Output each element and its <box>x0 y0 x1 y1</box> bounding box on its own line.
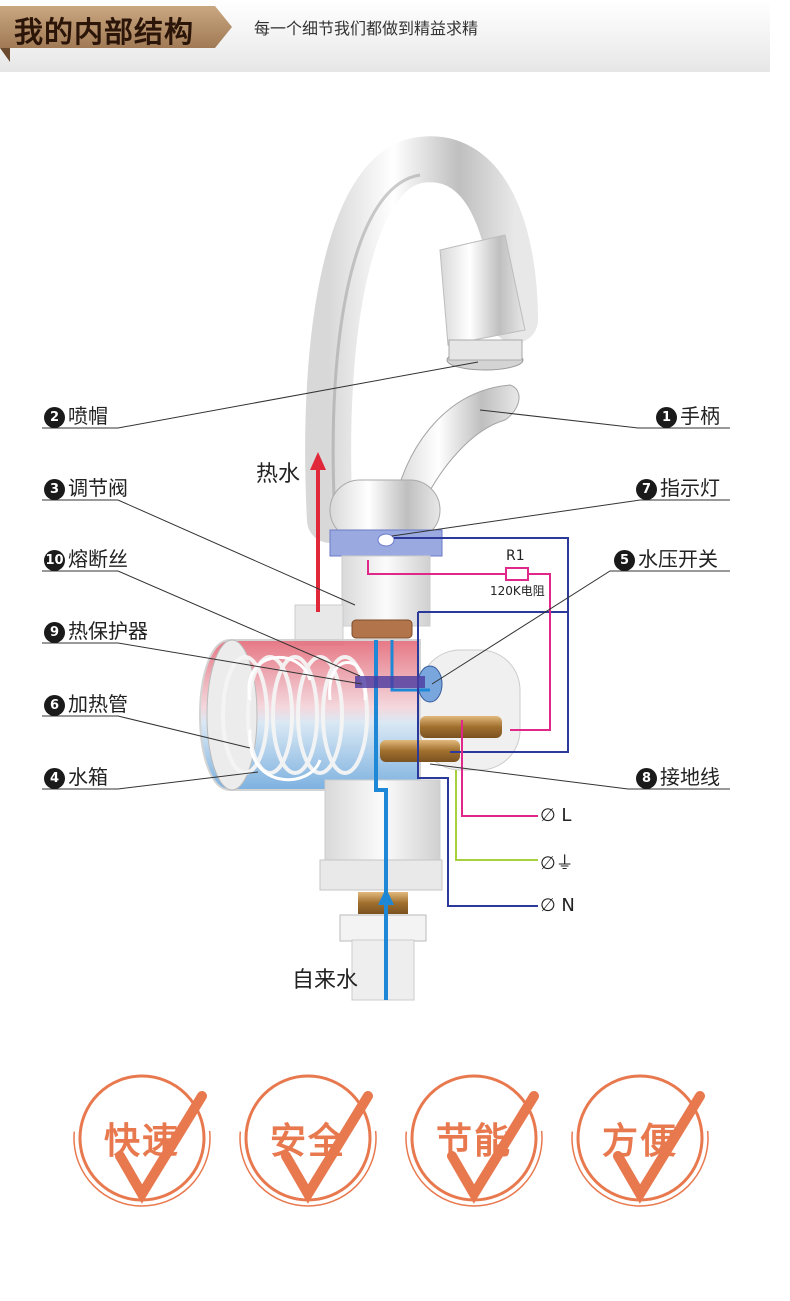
leader-9 <box>42 642 363 685</box>
leader-5 <box>431 570 730 685</box>
badge-safe: 安全 <box>228 1066 388 1226</box>
leader-7 <box>391 499 730 537</box>
header-tag <box>0 6 232 48</box>
badge-check-icon <box>239 1069 377 1207</box>
badge-check-icon <box>571 1069 709 1207</box>
handle <box>394 384 520 501</box>
header-fold <box>0 48 10 62</box>
badge-check-icon <box>73 1069 211 1207</box>
live-terminal-label: ∅ L <box>540 805 572 826</box>
neutral-terminal-label: ∅ N <box>540 895 575 916</box>
ground-wire <box>455 770 538 861</box>
hot-water-label: 热水 <box>256 462 301 487</box>
valve-body <box>341 555 431 627</box>
resistor-desc: 120K电阻 <box>490 584 545 598</box>
badge-energy-saving: 节能 <box>394 1066 554 1226</box>
live-wire-loop <box>367 560 551 731</box>
valve-disc <box>351 619 413 639</box>
spout <box>305 136 538 543</box>
header-subtitle: 每一个细节我们都做到精益求精 <box>254 19 479 38</box>
leader-2 <box>42 361 479 429</box>
neutral-wire-loop <box>394 537 569 753</box>
spout-head <box>439 234 526 346</box>
resistor-name: R1 <box>506 548 525 564</box>
heating-coil <box>221 655 369 775</box>
header-title: 我的内部结构 <box>14 15 195 49</box>
leader-3 <box>42 499 356 606</box>
ground-terminal-label: ∅⏚ <box>540 853 574 874</box>
resistor <box>505 567 529 581</box>
leader-10 <box>42 570 361 677</box>
leader-6 <box>42 715 251 749</box>
mount-nut <box>339 914 427 942</box>
leader-8 <box>429 763 730 790</box>
leader-4 <box>42 771 259 790</box>
badge-check-icon <box>405 1069 543 1207</box>
terminal-bottom <box>380 740 460 762</box>
faucet-diagram <box>42 136 730 1001</box>
badge-fast: 快速 <box>62 1066 222 1226</box>
tap-water-label: 自来水 <box>292 968 359 993</box>
leader-1 <box>479 409 730 429</box>
badge-convenient: 方便 <box>560 1066 720 1226</box>
